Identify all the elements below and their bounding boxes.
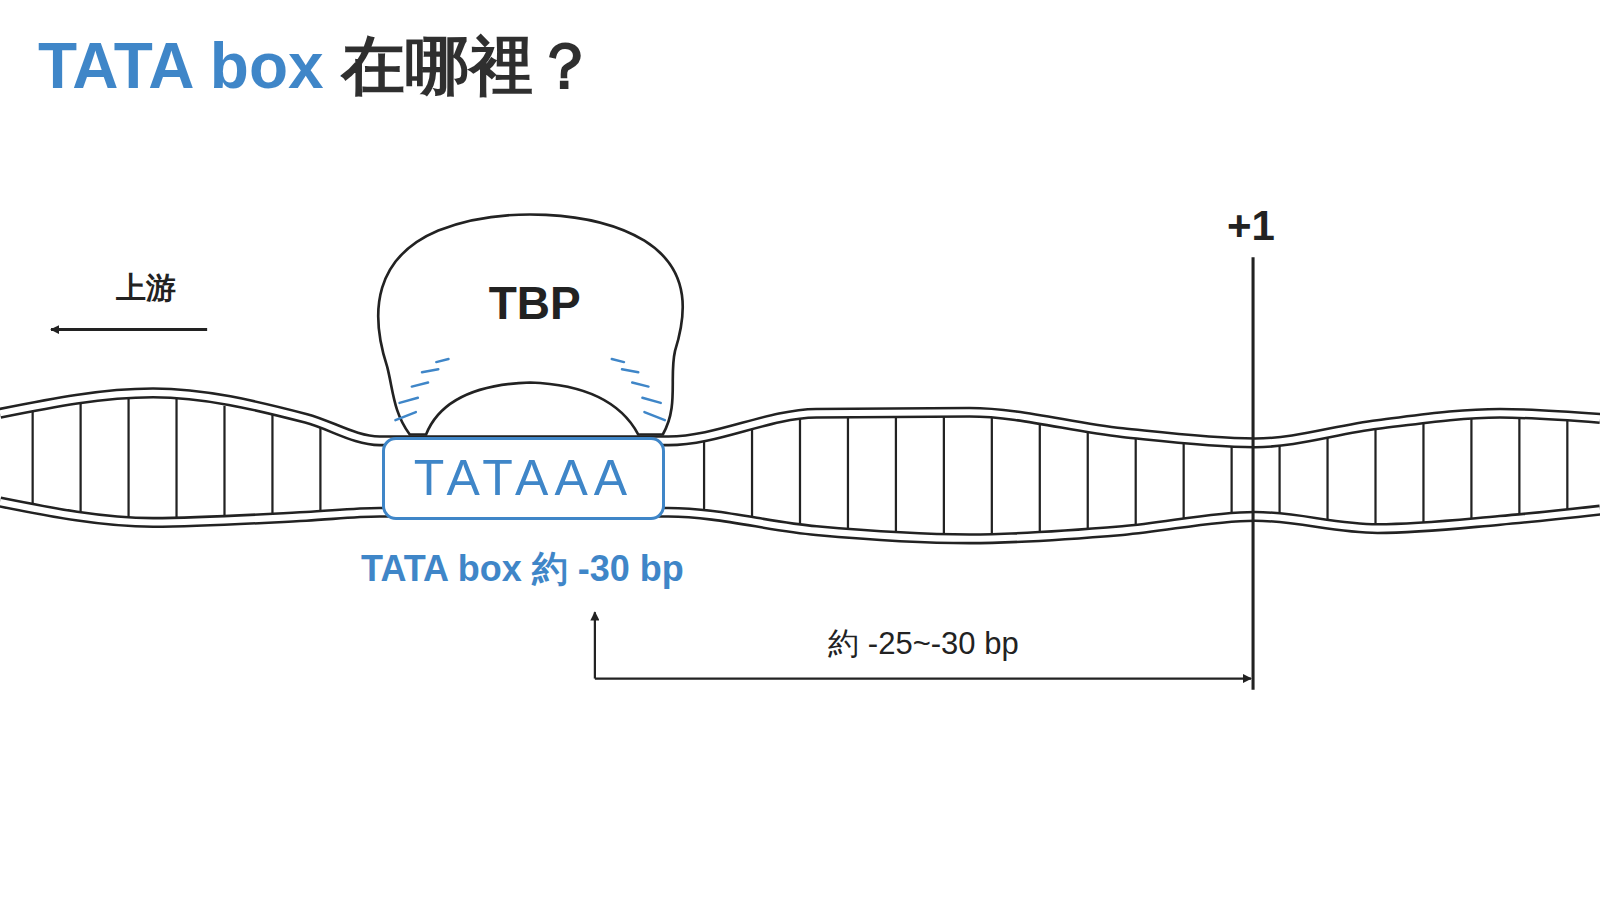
tss-label: +1 <box>1227 201 1275 249</box>
dna-strand <box>0 502 1600 539</box>
distance-bracket <box>595 677 1251 679</box>
sequence-text: TATAAA <box>414 450 633 508</box>
protein-shape: TBP <box>373 208 695 437</box>
title: TATA box 在哪裡？ <box>38 30 597 104</box>
dimension-label: 約 -25~-30 bp <box>828 626 1018 662</box>
tss-line <box>1252 257 1255 690</box>
dna-strand <box>0 393 1600 443</box>
upstream-arrow <box>51 328 207 331</box>
direction-label: 上游 <box>116 271 176 306</box>
protein-label: TBP <box>489 277 581 330</box>
distance-bracket <box>594 612 596 678</box>
sequence-box: TATAAA <box>382 437 666 521</box>
position-label: TATA box 約 -30 bp <box>361 549 684 590</box>
